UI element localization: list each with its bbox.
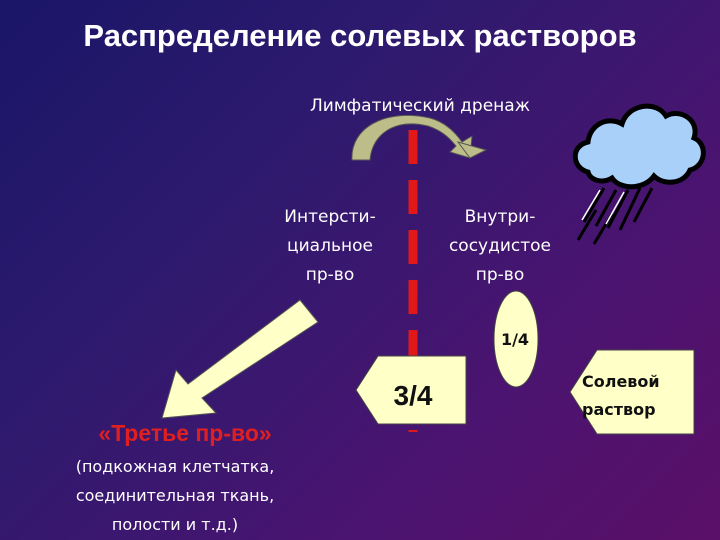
saline-arrow	[569, 349, 695, 435]
intravascular-space-label: Внутри- сосудистое пр-во	[425, 203, 575, 290]
interstitial-space-label: Интерсти- циальное пр-во	[245, 203, 415, 290]
intravascular-line2: сосудистое	[448, 236, 552, 256]
saline-line2: раствор	[582, 400, 656, 419]
interstitial-line2: циальное	[287, 236, 373, 256]
intravascular-line1: Внутри-	[464, 207, 536, 227]
interstitial-fraction-arrow	[355, 355, 467, 425]
third-space-title: «Третье пр-во»	[98, 420, 272, 446]
intravascular-fraction-ellipse	[493, 290, 539, 388]
intravascular-line3: пр-во	[475, 265, 525, 285]
curved-arrow-icon	[351, 114, 488, 161]
rain-cloud-icon	[572, 103, 706, 245]
third-space-line1: (подкожная клетчатка,	[75, 457, 275, 476]
saline-solution-label: Солевой раствор	[582, 368, 692, 424]
third-space-line2: соединительная ткань,	[75, 486, 275, 505]
saline-line1: Солевой	[582, 372, 660, 391]
interstitial-line3: пр-во	[305, 265, 355, 285]
lymphatic-drainage-label: Лимфатический дренаж	[309, 96, 531, 116]
third-space-description: (подкожная клетчатка, соединительная тка…	[20, 452, 330, 539]
interstitial-line1: Интерсти-	[284, 207, 376, 227]
interstitial-fraction-label: 3/4	[393, 380, 433, 411]
third-space-arrow	[161, 299, 319, 419]
intravascular-fraction-label: 1/4	[500, 330, 530, 349]
third-space-line3: полости и т.д.)	[111, 515, 239, 534]
page-title: Распределение солевых растворов	[83, 18, 637, 53]
